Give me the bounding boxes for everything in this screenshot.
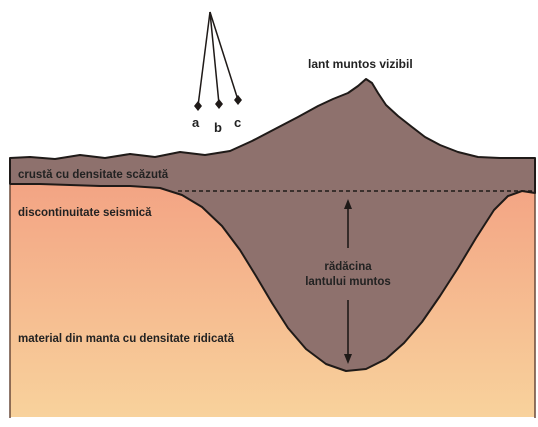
pendulum-string-a [197,11,211,107]
crust-and-mountain-root [9,78,536,372]
pendulum-bob-c [234,95,242,105]
pendulum-group [197,11,239,107]
pendulum-label-a: a [192,115,200,130]
root-label-line1: rădăcina [324,261,372,273]
pendulum-bob-b [215,99,223,109]
pendulum-label-c: c [234,115,241,130]
pendulum-string-c [209,11,239,101]
discontinuity-label: discontinuitate seismică [18,207,152,219]
pendulum-string-b [209,11,220,105]
mantle-label: material din manta cu densitate ridicată [18,333,235,345]
mountain-label: lant muntos vizibil [308,57,413,71]
pendulum-bob-a [194,101,202,111]
root-depth-arrow [344,199,352,364]
root-label-line2: lantului muntos [305,276,391,288]
pendulum-bobs [194,95,242,111]
crust-label: crustă cu densitate scăzută [18,169,169,181]
pendulum-label-b: b [214,120,222,135]
